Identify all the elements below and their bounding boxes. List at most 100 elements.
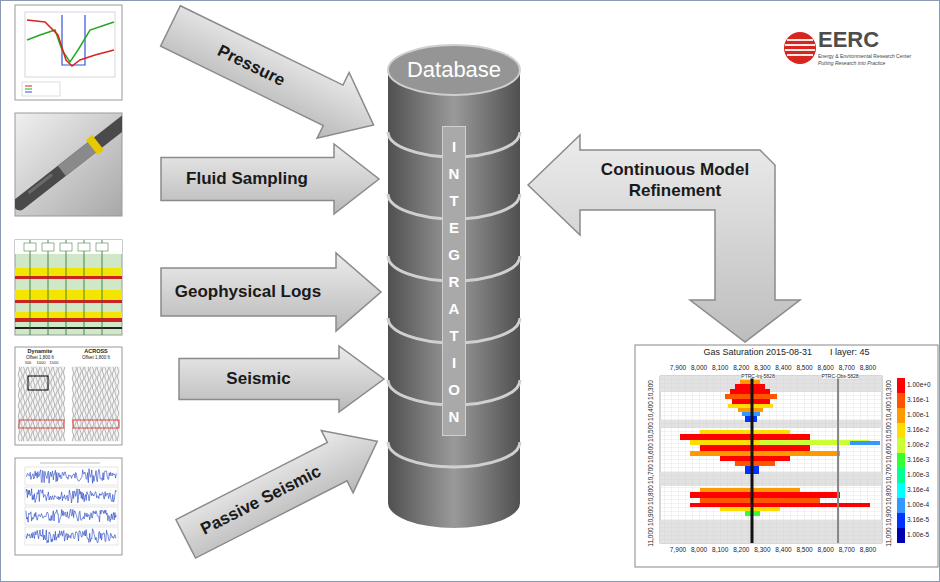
geophysical-log-thumbnail — [15, 240, 122, 254]
sampling-tool-thumbnail — [15, 113, 122, 215]
pressure-thumbnail — [25, 89, 32, 90]
passive-seismic-thumbnail — [26, 469, 116, 484]
arrow-outline — [179, 346, 384, 412]
seismic-thumbnail — [36, 367, 38, 441]
seismic-thumbnail — [80, 367, 82, 441]
passive-seismic-thumbnail — [15, 458, 122, 555]
gas-saturation-plot — [635, 345, 938, 567]
seismic-thumbnail — [97, 367, 99, 441]
seismic-thumbnail — [107, 367, 109, 441]
geophysical-log-thumbnail — [15, 318, 122, 322]
input-arrow: Geophysical Logs — [160, 252, 382, 332]
thumbnail-text: Dynamite — [28, 349, 53, 355]
gas-saturation-plot — [720, 456, 790, 461]
axis-label: 8,200 — [733, 365, 749, 372]
axis-label: 8,200 — [733, 547, 749, 554]
seismic-thumbnail — [92, 367, 94, 441]
logo-text: Putting Research into Practice — [818, 61, 885, 66]
axis-label: 11,000 — [886, 527, 893, 546]
node-label: INTEGRATION — [448, 133, 460, 430]
legend-text: 3.16e-4 — [907, 487, 929, 494]
seismic-thumbnail — [21, 367, 23, 441]
geophysical-log-thumbnail — [30, 240, 31, 335]
arrow-outline — [161, 253, 381, 331]
seismic-thumbnail — [115, 367, 117, 441]
legend-text: 1.00e+0 — [907, 382, 931, 389]
eerc-logo — [785, 49, 815, 51]
axis-label: 10,600 — [648, 443, 655, 463]
pressure-thumbnail — [15, 5, 122, 100]
legend-entry: 3.16e-1 — [897, 393, 937, 408]
gas-saturation-plot — [680, 434, 810, 440]
seismic-thumbnail — [100, 367, 102, 441]
pressure-thumbnail — [25, 92, 32, 93]
seismic-thumbnail — [41, 367, 43, 441]
legend-text: 3.16e-5 — [907, 517, 929, 524]
sampling-tool-thumbnail — [15, 113, 122, 215]
seismic-thumbnail — [56, 367, 58, 441]
legend-swatch — [897, 438, 905, 453]
axis-label: 11,000 — [648, 527, 655, 546]
arrow-outline — [170, 410, 393, 570]
axis-label: 8,100 — [712, 547, 728, 554]
geophysical-log-thumbnail — [66, 240, 67, 335]
axis-label: 8,100 — [712, 365, 728, 372]
eerc-logo — [787, 54, 813, 56]
node-label: I layer: 45 — [828, 347, 872, 358]
legend-swatch — [897, 513, 905, 528]
pressure-thumbnail — [27, 20, 114, 66]
seismic-thumbnail — [58, 367, 60, 441]
sampling-tool-thumbnail — [28, 173, 53, 194]
refinement-arrow: Continuous Model Refinement — [525, 130, 810, 345]
legend-entry: 1.00e-4 — [897, 498, 937, 513]
thumbnail-text: 500 — [25, 361, 32, 365]
seismic-thumbnail — [53, 367, 55, 441]
seismic-thumbnail — [95, 367, 97, 441]
geophysical-log-thumbnail — [24, 243, 36, 251]
geophysical-log-thumbnail — [42, 243, 54, 251]
axis-label: 10,600 — [886, 443, 893, 463]
passive-seismic-thumbnail — [25, 507, 118, 525]
axis-label: 8,500 — [796, 547, 812, 554]
pressure-thumbnail — [27, 22, 114, 62]
axis-label: 10,700 — [648, 464, 655, 484]
seismic-thumbnail — [31, 367, 33, 441]
geophysical-log-thumbnail — [24, 240, 108, 335]
axis-label: 10,800 — [886, 485, 893, 505]
passive-seismic-thumbnail — [26, 489, 116, 503]
legend-text: 1.00e-4 — [907, 502, 929, 509]
gas-saturation-plot — [837, 376, 839, 543]
legend-swatch — [897, 378, 905, 393]
eerc-logo — [784, 32, 816, 64]
geophysical-log-thumbnail — [15, 276, 122, 279]
legend-text: 1.00e-2 — [907, 442, 929, 449]
passive-seismic-thumbnail — [25, 527, 118, 545]
seismic-thumbnail — [77, 367, 79, 441]
legend-entry: 1.00e+0 — [897, 378, 937, 393]
seismic-thumbnail — [105, 367, 107, 441]
axis-label: 10,400 — [648, 401, 655, 421]
node-label: Seismic — [226, 369, 290, 389]
legend-entry: 1.00e-5 — [897, 528, 937, 543]
seismic-thumbnail — [85, 367, 87, 441]
geophysical-log-thumbnail — [15, 312, 122, 318]
pressure-thumbnail — [22, 82, 60, 96]
axis-label: 8,500 — [796, 365, 812, 372]
seismic-thumbnail — [87, 367, 89, 441]
legend-swatch — [897, 423, 905, 438]
thumbnail-text: ACROSS — [84, 349, 108, 355]
passive-seismic-thumbnail — [40, 463, 100, 464]
seismic-thumbnail — [43, 367, 45, 441]
passive-seismic-thumbnail — [25, 487, 118, 505]
legend-text: 1.00e-1 — [907, 412, 929, 419]
arrow-outline — [528, 135, 800, 342]
eerc-logo — [785, 44, 815, 46]
seismic-thumbnail — [63, 367, 65, 441]
seismic-thumbnail — [46, 367, 48, 441]
seismic-thumbnail — [110, 367, 112, 441]
seismic-thumbnail — [75, 367, 77, 441]
axis-label: 8,700 — [839, 547, 855, 554]
axis-label: PTRC-Obs-5828 — [821, 374, 858, 379]
gas-saturation-plot — [660, 376, 882, 543]
